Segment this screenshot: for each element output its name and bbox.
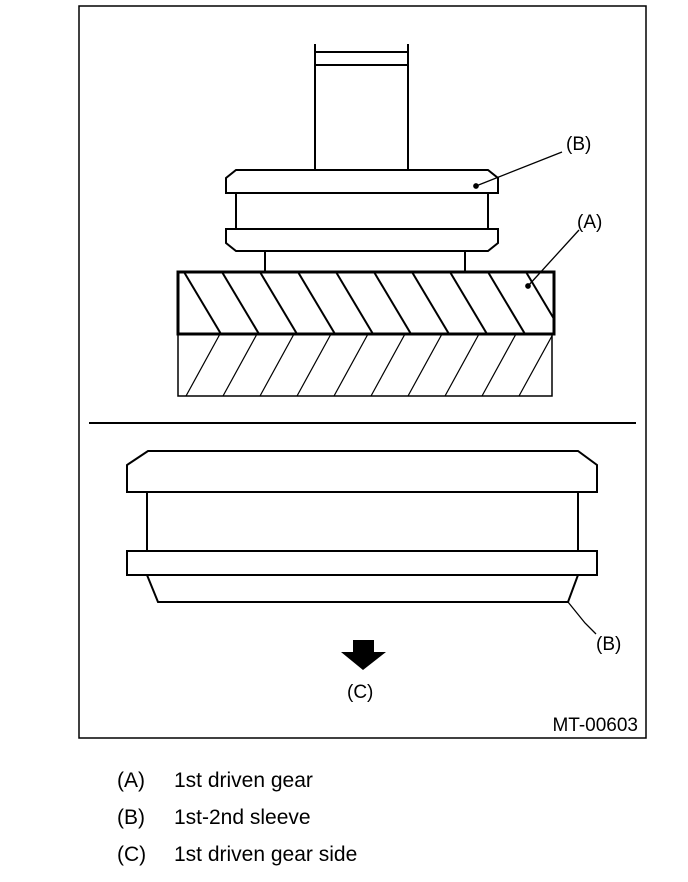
legend-text: 1st-2nd sleeve: [174, 806, 311, 829]
callout-b-upper: (B): [566, 134, 591, 155]
sleeve-lower: [126, 450, 598, 603]
driven-gear: [176, 270, 556, 336]
direction-arrow-icon: [341, 640, 386, 670]
legend-text: 1st driven gear: [174, 769, 313, 792]
legend-key: (A): [117, 769, 145, 792]
figure-frame: [78, 5, 647, 739]
callout-b-lower: (B): [596, 634, 621, 655]
legend-key: (B): [117, 806, 145, 829]
legend-list: (A) 1st driven gear (B) 1st-2nd sleeve (C)…: [117, 764, 357, 875]
legend-text: 1st driven gear side: [174, 843, 358, 866]
press-shaft: [314, 44, 409, 170]
diagram-figure: (B) (A) (B) (C) MT-00603: [78, 5, 647, 739]
callout-c: (C): [347, 682, 373, 703]
legend-key: (C): [117, 843, 147, 866]
leader-lines: [473, 151, 597, 635]
sleeve-upper: [225, 169, 499, 273]
press-base: [177, 333, 553, 397]
legend-item-b: (B) 1st-2nd sleeve: [117, 801, 357, 838]
figure-id-label: MT-00603: [552, 715, 638, 736]
legend-item-a: (A) 1st driven gear: [117, 764, 357, 801]
legend-item-c: (C) 1st driven gear side: [117, 838, 357, 875]
callout-a: (A): [577, 212, 602, 233]
